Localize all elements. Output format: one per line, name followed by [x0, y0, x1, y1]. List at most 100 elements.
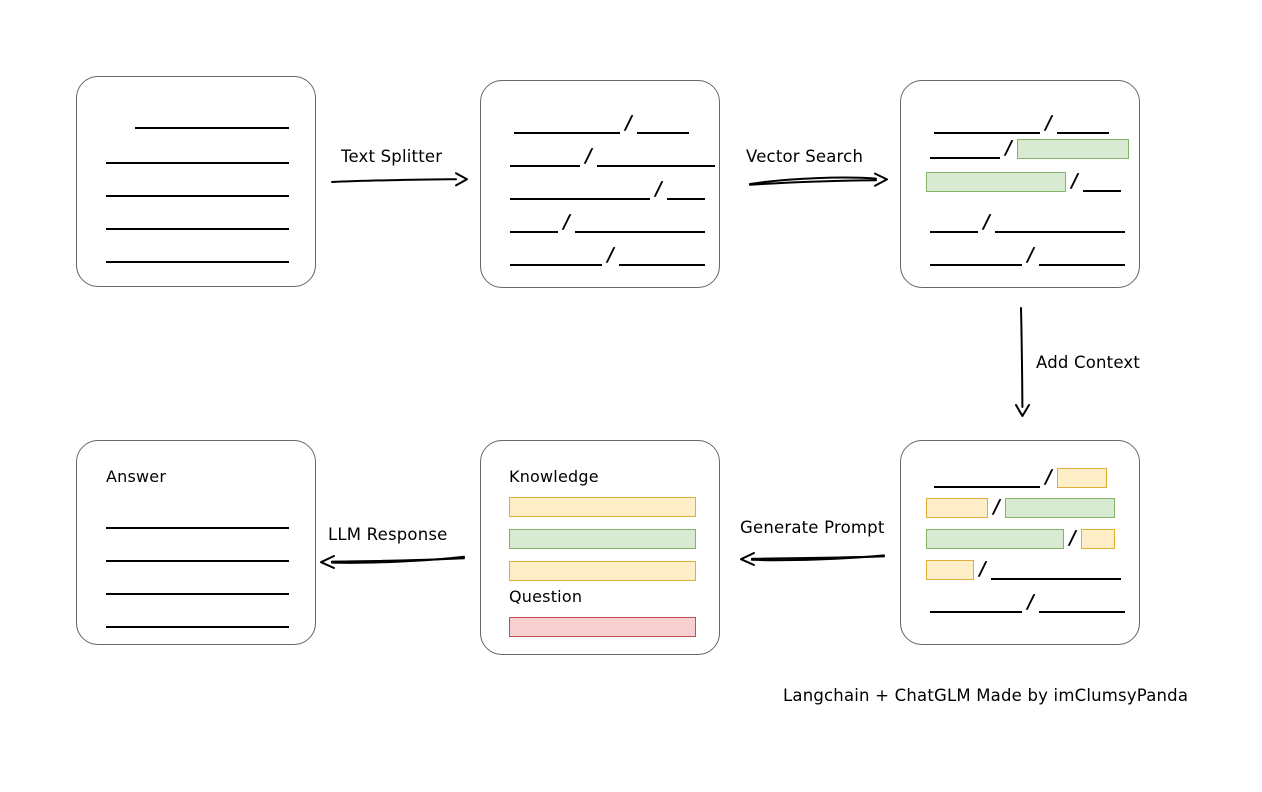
chunk-segment-highlight-yellow: [1056, 468, 1107, 488]
chunk-row: /: [930, 211, 1125, 233]
separator-slash: /: [623, 112, 634, 134]
chunk-row: /: [926, 170, 1121, 192]
chunk-row: /: [510, 145, 715, 167]
chunk-segment: [596, 164, 715, 167]
document-line: [106, 177, 289, 197]
edge-label-llm-response: LLM Response: [328, 525, 448, 544]
chunk-segment-highlight-green: [1004, 498, 1115, 518]
separator-slash: /: [977, 558, 988, 580]
chunk-row: /: [510, 211, 705, 233]
separator-slash: /: [653, 178, 664, 200]
chunk-segment-highlight-yellow: [926, 498, 988, 518]
chunk-row: /: [514, 112, 689, 134]
chunk-row: /: [926, 496, 1115, 518]
text-line: [106, 161, 289, 164]
chunk-segment-highlight-green: [926, 529, 1064, 549]
arrow-vector-search: [749, 172, 888, 187]
chunk-segment: [1056, 131, 1109, 134]
chunk-row: /: [926, 558, 1121, 580]
chunk-segment: [510, 230, 558, 233]
node-answer[interactable]: Answer: [76, 440, 316, 645]
separator-slash: /: [1043, 112, 1054, 134]
chunk-segment-highlight-green: [1016, 139, 1129, 159]
text-line: [106, 625, 289, 628]
arrow-text-splitter: [331, 172, 468, 187]
document-line: [135, 109, 289, 129]
chunk-segment-highlight-green: [926, 172, 1066, 192]
chunk-segment: [930, 156, 1000, 159]
knowledge-bar-green: [509, 529, 696, 549]
chunk-row: /: [926, 527, 1115, 549]
knowledge-bar-yellow: [509, 497, 696, 517]
separator-slash: /: [1025, 591, 1036, 613]
document-line: [106, 210, 289, 230]
chunk-segment: [934, 485, 1040, 488]
knowledge-bar-yellow: [509, 561, 696, 581]
node-context-document[interactable]: / / / / /: [900, 440, 1140, 645]
chunk-segment: [574, 230, 705, 233]
text-line: [106, 227, 289, 230]
chunk-row: /: [510, 244, 705, 266]
chunk-row: /: [930, 137, 1129, 159]
document-line: [106, 144, 289, 164]
separator-slash: /: [1043, 466, 1054, 488]
chunk-segment: [636, 131, 689, 134]
chunk-segment: [510, 197, 650, 200]
separator-slash: /: [1003, 137, 1014, 159]
chunk-row: /: [934, 466, 1107, 488]
chunk-segment: [930, 610, 1022, 613]
separator-slash: /: [991, 496, 1002, 518]
chunk-row: /: [930, 244, 1125, 266]
answer-line: [106, 575, 289, 595]
edge-label-generate-prompt: Generate Prompt: [740, 518, 885, 537]
chunk-segment: [1038, 263, 1125, 266]
question-bar-red: [509, 617, 696, 637]
text-line: [106, 526, 289, 529]
text-line: [106, 592, 289, 595]
chunk-segment: [666, 197, 705, 200]
chunk-row: /: [510, 178, 705, 200]
answer-label: Answer: [106, 467, 167, 486]
separator-slash: /: [981, 211, 992, 233]
text-line: [106, 194, 289, 197]
chunk-segment: [930, 230, 978, 233]
separator-slash: /: [1069, 170, 1080, 192]
separator-slash: /: [1067, 527, 1078, 549]
arrow-add-context: [1015, 307, 1030, 417]
separator-slash: /: [1025, 244, 1036, 266]
chunk-row: /: [930, 591, 1125, 613]
chunk-segment: [618, 263, 705, 266]
chunk-segment: [514, 131, 620, 134]
chunk-segment: [1038, 610, 1125, 613]
diagram-caption: Langchain + ChatGLM Made by imClumsyPand…: [783, 686, 1189, 705]
arrow-generate-prompt: [740, 552, 885, 566]
separator-slash: /: [583, 145, 594, 167]
text-line: [106, 260, 289, 263]
edge-label-vector-search: Vector Search: [746, 147, 864, 166]
chunk-segment: [510, 164, 580, 167]
node-split-document[interactable]: / / / / /: [480, 80, 720, 288]
document-line: [106, 243, 289, 263]
node-prompt[interactable]: Knowledge Question: [480, 440, 720, 655]
separator-slash: /: [561, 211, 572, 233]
separator-slash: /: [605, 244, 616, 266]
text-line: [106, 559, 289, 562]
arrow-llm-response: [320, 555, 465, 569]
node-source-document[interactable]: [76, 76, 316, 287]
chunk-segment: [1082, 189, 1121, 192]
node-vector-matched-document[interactable]: / / / / /: [900, 80, 1140, 288]
answer-line: [106, 509, 289, 529]
text-line: [135, 126, 289, 129]
chunk-segment-highlight-yellow: [1080, 529, 1115, 549]
chunk-segment: [994, 230, 1125, 233]
knowledge-label: Knowledge: [509, 467, 599, 486]
answer-line: [106, 542, 289, 562]
edge-label-add-context: Add Context: [1036, 353, 1141, 372]
edge-label-text-splitter: Text Splitter: [341, 147, 443, 166]
chunk-segment: [930, 263, 1022, 266]
chunk-segment: [934, 131, 1040, 134]
chunk-row: /: [934, 112, 1109, 134]
answer-line: [106, 608, 289, 628]
question-label: Question: [509, 587, 583, 606]
